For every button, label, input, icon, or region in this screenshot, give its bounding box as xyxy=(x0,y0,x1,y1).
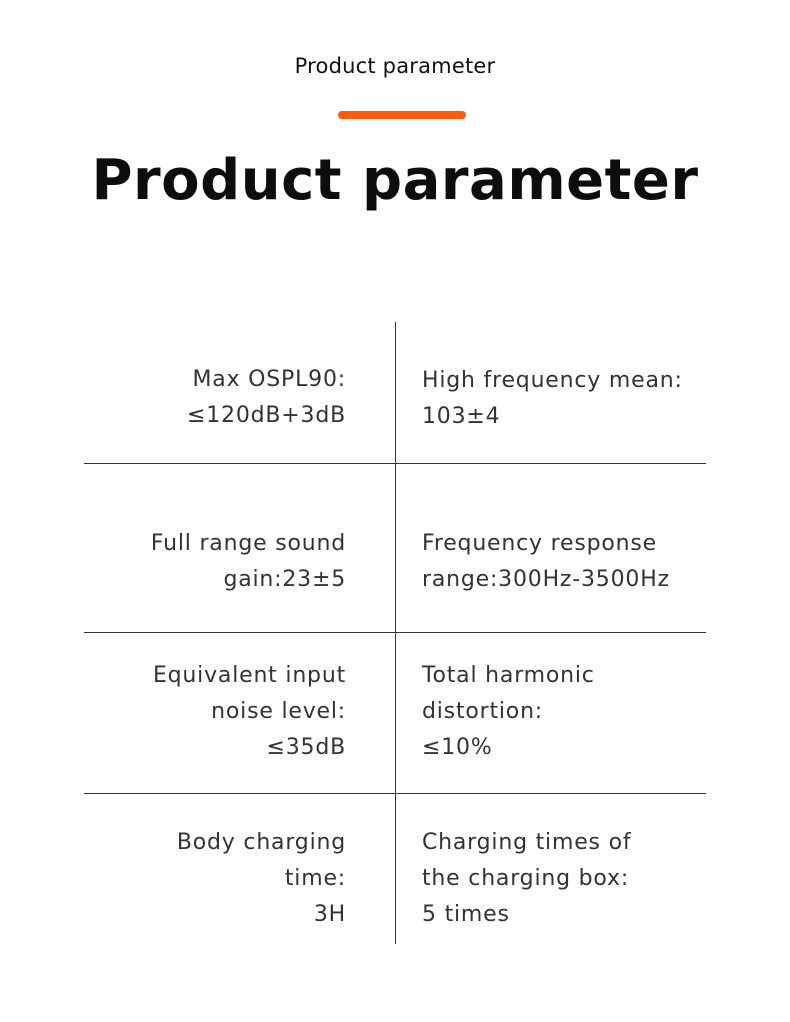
param-body-charging-time: Body charging time: 3H xyxy=(84,825,346,933)
param-frequency-response-range: Frequency response range:300Hz-3500Hz xyxy=(422,526,752,598)
param-value: 3H xyxy=(313,902,346,927)
param-value: ≤35dB xyxy=(266,735,346,760)
param-label: Frequency response xyxy=(422,531,657,556)
row-divider xyxy=(84,793,706,794)
param-value: ≤120dB+3dB xyxy=(187,403,346,428)
param-label: Equivalent input xyxy=(152,663,346,688)
param-label: Max OSPL90: xyxy=(192,367,346,392)
section-label: Product parameter xyxy=(294,54,496,78)
param-label: High frequency mean: xyxy=(422,368,683,393)
param-value: range:300Hz-3500Hz xyxy=(422,567,670,592)
param-value: 5 times xyxy=(422,902,510,927)
row-divider xyxy=(84,463,706,464)
param-equivalent-input-noise: Equivalent input noise level: ≤35dB xyxy=(84,658,346,766)
param-max-ospl90: Max OSPL90: ≤120dB+3dB xyxy=(84,362,346,434)
param-high-frequency-mean: High frequency mean: 103±4 xyxy=(422,363,752,435)
param-label: Full range sound xyxy=(150,531,346,556)
row-divider xyxy=(84,632,706,633)
param-label: Charging times of xyxy=(422,830,632,855)
param-label: noise level: xyxy=(211,699,346,724)
param-value: gain:23±5 xyxy=(223,567,346,592)
column-divider xyxy=(395,322,396,944)
param-label: Total harmonic xyxy=(422,663,595,688)
param-label: distortion: xyxy=(422,699,544,724)
param-label: time: xyxy=(284,866,346,891)
param-value: ≤10% xyxy=(422,735,493,760)
param-total-harmonic-distortion: Total harmonic distortion: ≤10% xyxy=(422,658,752,766)
param-value: 103±4 xyxy=(422,404,501,429)
accent-bar xyxy=(338,111,466,119)
param-label: Body charging xyxy=(176,830,346,855)
param-charging-box-times: Charging times of the charging box: 5 ti… xyxy=(422,825,752,933)
page-title: Product parameter xyxy=(91,148,699,213)
param-full-range-sound-gain: Full range sound gain:23±5 xyxy=(84,526,346,598)
param-label: the charging box: xyxy=(422,866,630,891)
